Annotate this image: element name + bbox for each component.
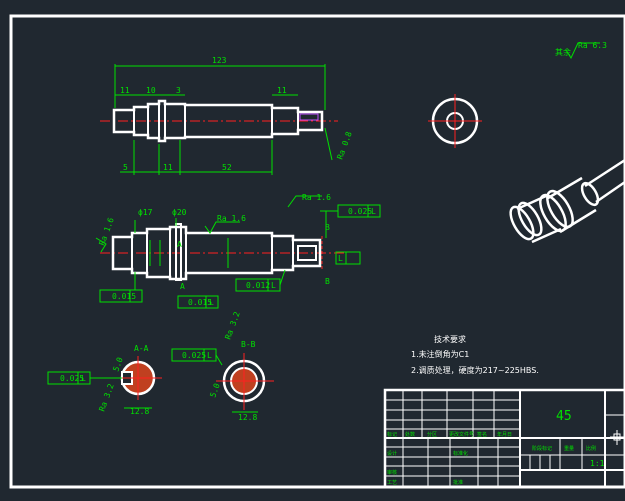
header-zone: 分区 — [427, 431, 437, 438]
row-standard: 标准化 — [453, 450, 468, 457]
detail-roughness-top: Ra 1.6 — [217, 214, 246, 223]
title-scale: 1:1 — [590, 459, 605, 468]
section-a-label: A — [180, 282, 185, 291]
section-aa-width: 12.8 — [130, 407, 149, 416]
dim-d: 11 — [277, 86, 287, 95]
dim-c: 3 — [176, 86, 181, 95]
row-design: 设计 — [387, 450, 397, 457]
dim-b: 10 — [146, 86, 156, 95]
isometric-shaft — [509, 158, 625, 244]
tol-left: 0.015 — [112, 292, 136, 301]
dim-dia-20: ϕ20 — [172, 208, 187, 217]
section-bb-tol: 0.025 — [182, 351, 206, 360]
weight-label: 重量 — [564, 445, 574, 452]
tol-top: 0.025 — [348, 207, 372, 216]
row-approve: 批准 — [453, 479, 463, 486]
stage-label: 阶段标记 — [532, 445, 552, 452]
header-sign: 签名 — [477, 431, 487, 438]
section-aa-tol: 0.025 — [60, 374, 84, 383]
dim-dia-17: ϕ17 — [138, 208, 153, 217]
datum-right: L — [271, 281, 276, 290]
header-mark: 标记 — [387, 431, 397, 438]
section-bb-width: 12.8 — [238, 413, 257, 422]
header-date: 年月日 — [497, 431, 512, 438]
global-roughness-symbol: 其余 Ra 6.3 — [555, 41, 607, 60]
row-process: 工艺 — [387, 480, 397, 486]
section-aa-title: A-A — [134, 344, 149, 353]
dim-bottom-b: 11 — [163, 163, 173, 172]
front-roughness: Ra 0.8 — [335, 130, 353, 160]
dim-total-length: 123 — [212, 56, 227, 65]
header-count: 处数 — [405, 431, 415, 438]
tol-right: 0.012 — [246, 281, 270, 290]
scale-label: 比例 — [586, 445, 596, 452]
section-bb: B-B 0.025 L 12.8 5.0 Ra 3.2 — [171, 310, 274, 422]
detail-view: ϕ17 ϕ20 Ra 1.6 Ra 1.6 0.025 L B B L Ra 1… — [95, 193, 381, 309]
title-material: 45 — [556, 409, 572, 424]
tech-req-line2: 2.调质处理，硬度为217~225HBS. — [411, 365, 539, 375]
section-aa-roughness: Ra 3.2 — [97, 382, 115, 412]
end-view — [428, 94, 482, 148]
front-view: 123 11 10 3 11 5 11 52 Ra 0.8 — [100, 56, 354, 175]
crosshair-cursor-icon — [610, 430, 625, 445]
section-bb-title: B-B — [241, 340, 256, 349]
title-block: 45 1:1 标记 处数 分区 更改文件号 签名 年月日 设计 审核 工艺 标准… — [383, 388, 625, 489]
section-bb-datum: L — [207, 351, 212, 360]
roughness-prefix: 其余 — [555, 47, 571, 57]
section-bb-roughness: Ra 3.2 — [223, 310, 241, 340]
tech-req-line1: 1.未注倒角为C1 — [411, 349, 469, 359]
detail-roughness-tail: Ra 1.6 — [302, 193, 331, 202]
section-b-bottom: B — [325, 277, 330, 286]
section-bb-depth: 5.0 — [208, 382, 221, 399]
header-change-doc: 更改文件号 — [449, 431, 474, 438]
tol-mid: 0.015 — [188, 298, 212, 307]
section-aa: A-A 0.025 L 12.8 5.0 Ra 3.2 — [47, 344, 162, 416]
section-aa-datum: L — [81, 374, 86, 383]
dim-bottom-a: 5 — [123, 163, 128, 172]
datum-mid: L — [209, 298, 214, 307]
dim-bottom-c: 52 — [222, 163, 232, 172]
section-a-mark: A — [177, 240, 182, 249]
roughness-global-value: Ra 6.3 — [578, 41, 607, 50]
datum-side: L — [338, 254, 343, 263]
dim-a: 11 — [120, 86, 130, 95]
drawing-frame — [9, 14, 625, 489]
section-b-top: B — [325, 223, 330, 232]
row-review: 审核 — [387, 469, 397, 476]
datum-top: L — [371, 207, 376, 216]
tech-requirements: 技术要求 1.未注倒角为C1 2.调质处理，硬度为217~225HBS. — [411, 334, 539, 375]
tech-req-title: 技术要求 — [434, 334, 466, 344]
